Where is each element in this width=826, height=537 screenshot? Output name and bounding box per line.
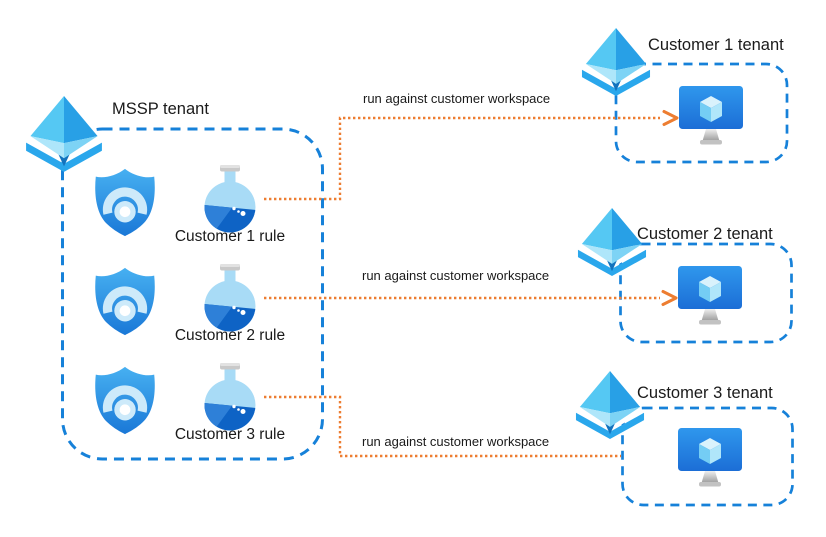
customer-1-tenant-label: Customer 1 tenant [648, 36, 784, 54]
mssp-tenant-icon [25, 96, 103, 174]
customer-3-rule-label: Customer 3 rule [174, 426, 286, 443]
connector-label-2: run against customer workspace [362, 268, 550, 283]
customer-1-tenant-boundary [614, 62, 789, 164]
customer-3-workspace-icon [677, 427, 743, 489]
customer-2-tenant-label: Customer 2 tenant [637, 225, 773, 243]
customer-2-workspace-icon [677, 265, 743, 327]
sentinel-shield-icon [88, 164, 162, 240]
connector-rule1-to-customer1 [264, 116, 660, 201]
customer-1-workspace-icon [678, 85, 744, 147]
connector-label-3: run against customer workspace [362, 434, 550, 449]
analytics-rule-flask-icon [202, 165, 258, 233]
arrowhead-icon [662, 110, 679, 126]
analytics-rule-flask-icon [202, 264, 258, 332]
analytics-rule-flask-icon [202, 363, 258, 431]
customer-2-rule-label: Customer 2 rule [174, 327, 286, 344]
customer-1-tenant-icon [581, 28, 651, 98]
mssp-tenant-label: MSSP tenant [112, 100, 209, 118]
sentinel-shield-icon [88, 263, 162, 339]
customer-3-tenant-label: Customer 3 tenant [637, 384, 773, 402]
customer-2-tenant-boundary [619, 242, 793, 344]
customer-3-tenant-boundary [621, 406, 794, 507]
connector-label-1: run against customer workspace [363, 91, 551, 106]
connector-rule3-to-customer3 [264, 395, 621, 458]
sentinel-shield-icon [88, 362, 162, 438]
arrowhead-icon [661, 290, 678, 306]
customer-1-rule-label: Customer 1 rule [174, 228, 286, 245]
customer-3-tenant-icon [575, 371, 645, 441]
mssp-tenant-boundary [61, 127, 324, 461]
